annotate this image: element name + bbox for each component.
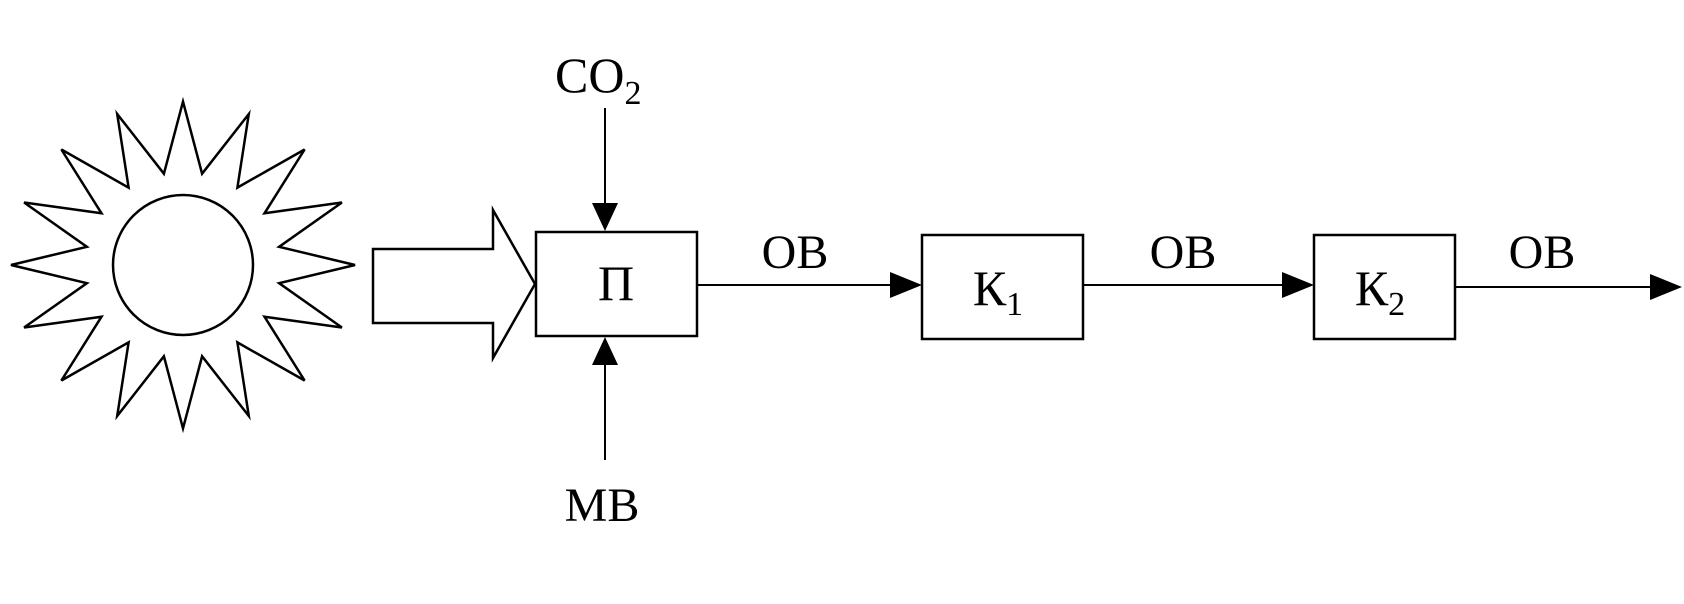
co2-subscript: 2 [624,75,641,112]
sun-icon [10,96,356,434]
mineral-label: МВ [565,479,640,532]
block-arrow-icon [371,205,537,363]
flow-arrow-2: ОВ [1083,226,1314,298]
flow-label-2: ОВ [1150,226,1217,279]
consumer1-subscript: 1 [1006,286,1023,323]
flow-arrow-1: ОВ [697,226,922,298]
co2-label: CO [555,47,624,103]
svg-text:К1: К1 [973,260,1023,323]
consumer1-node: К1 [920,233,1085,341]
mineral-input: МВ [565,337,640,532]
flow-label-1: ОВ [762,226,829,279]
producer-node: П [534,230,699,338]
consumer2-subscript: 2 [1388,286,1405,323]
flow-label-3: ОВ [1509,226,1576,279]
svg-text:К2: К2 [1355,260,1405,323]
consumer2-label: К [1355,260,1389,316]
flow-arrow-3: ОВ [1455,226,1682,300]
consumer1-label: К [973,260,1007,316]
co2-input: CO2 [555,47,641,231]
producer-label: П [598,255,634,311]
consumer2-node: К2 [1312,233,1457,341]
svg-text:CO2: CO2 [555,47,641,112]
